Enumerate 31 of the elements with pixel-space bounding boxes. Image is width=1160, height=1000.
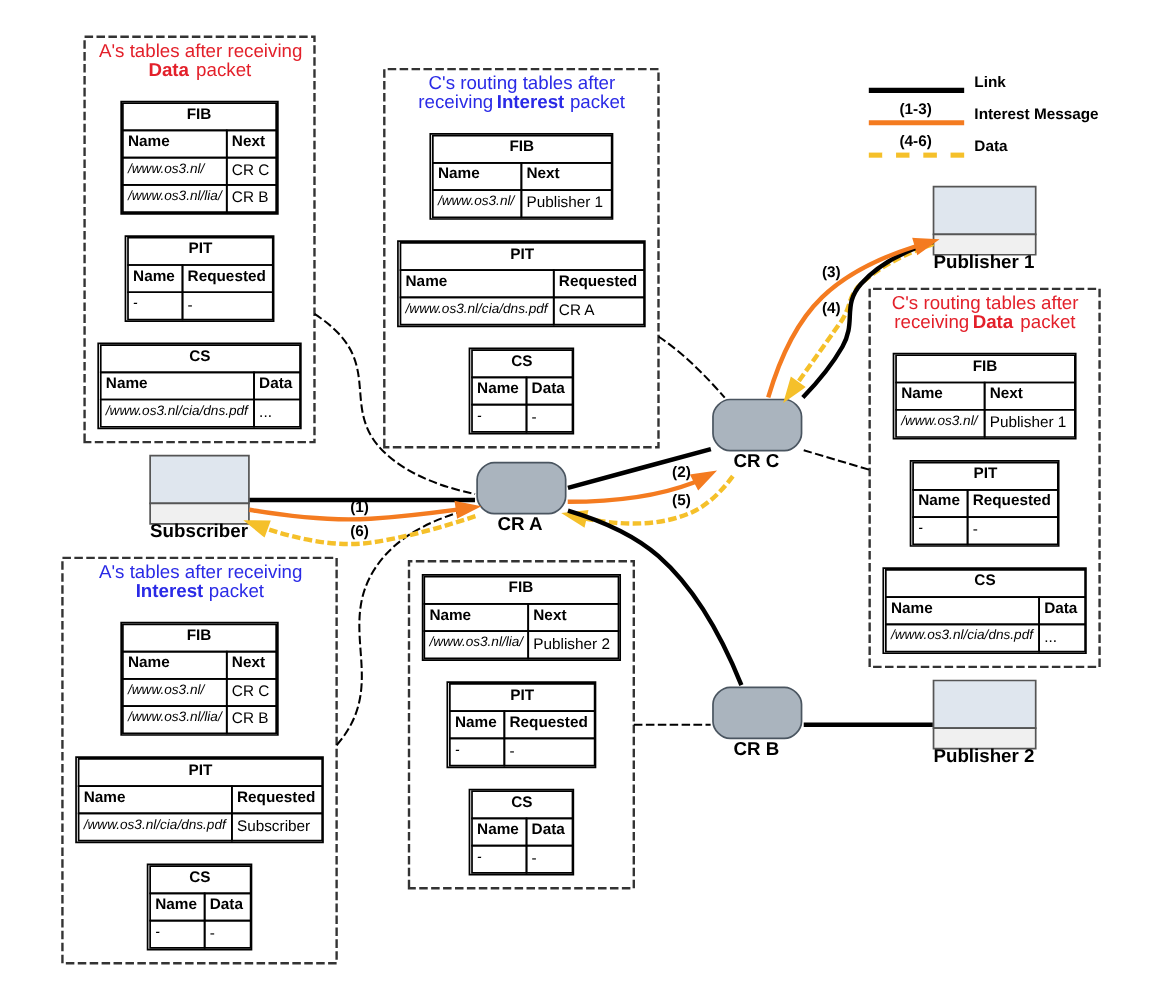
connector [632, 723, 710, 726]
arrow [566, 470, 717, 505]
edge-label: (5) [671, 491, 690, 510]
node-label: Publisher 2 [932, 745, 1034, 766]
node-label: CR A [496, 514, 542, 535]
connector [312, 313, 475, 495]
node-label: Subscriber [149, 521, 247, 542]
arrow [782, 241, 934, 403]
edge-label: (2) [671, 462, 690, 481]
cluster [406, 560, 634, 890]
connector [566, 446, 711, 490]
node-label: CR C [732, 451, 779, 472]
arrow [247, 500, 481, 522]
legend-label: Data [973, 137, 1007, 156]
edge-label: (4) [820, 299, 840, 318]
connector [802, 449, 869, 471]
edge-label: (3) [820, 263, 840, 282]
connector [656, 335, 725, 399]
edge-label: (6) [349, 522, 368, 541]
label: (4-6) [898, 132, 931, 151]
arrow [242, 514, 476, 547]
edge-label: (1) [349, 498, 368, 517]
legend-label: Interest Message [973, 104, 1098, 123]
connector [802, 722, 932, 727]
node-label: Publisher 1 [932, 252, 1034, 273]
connector [248, 497, 474, 503]
legend-label: Link [973, 72, 1005, 91]
arrow [765, 237, 939, 399]
connector [566, 508, 743, 686]
node-label: CR B [732, 739, 779, 760]
label: (1-3) [898, 99, 931, 118]
